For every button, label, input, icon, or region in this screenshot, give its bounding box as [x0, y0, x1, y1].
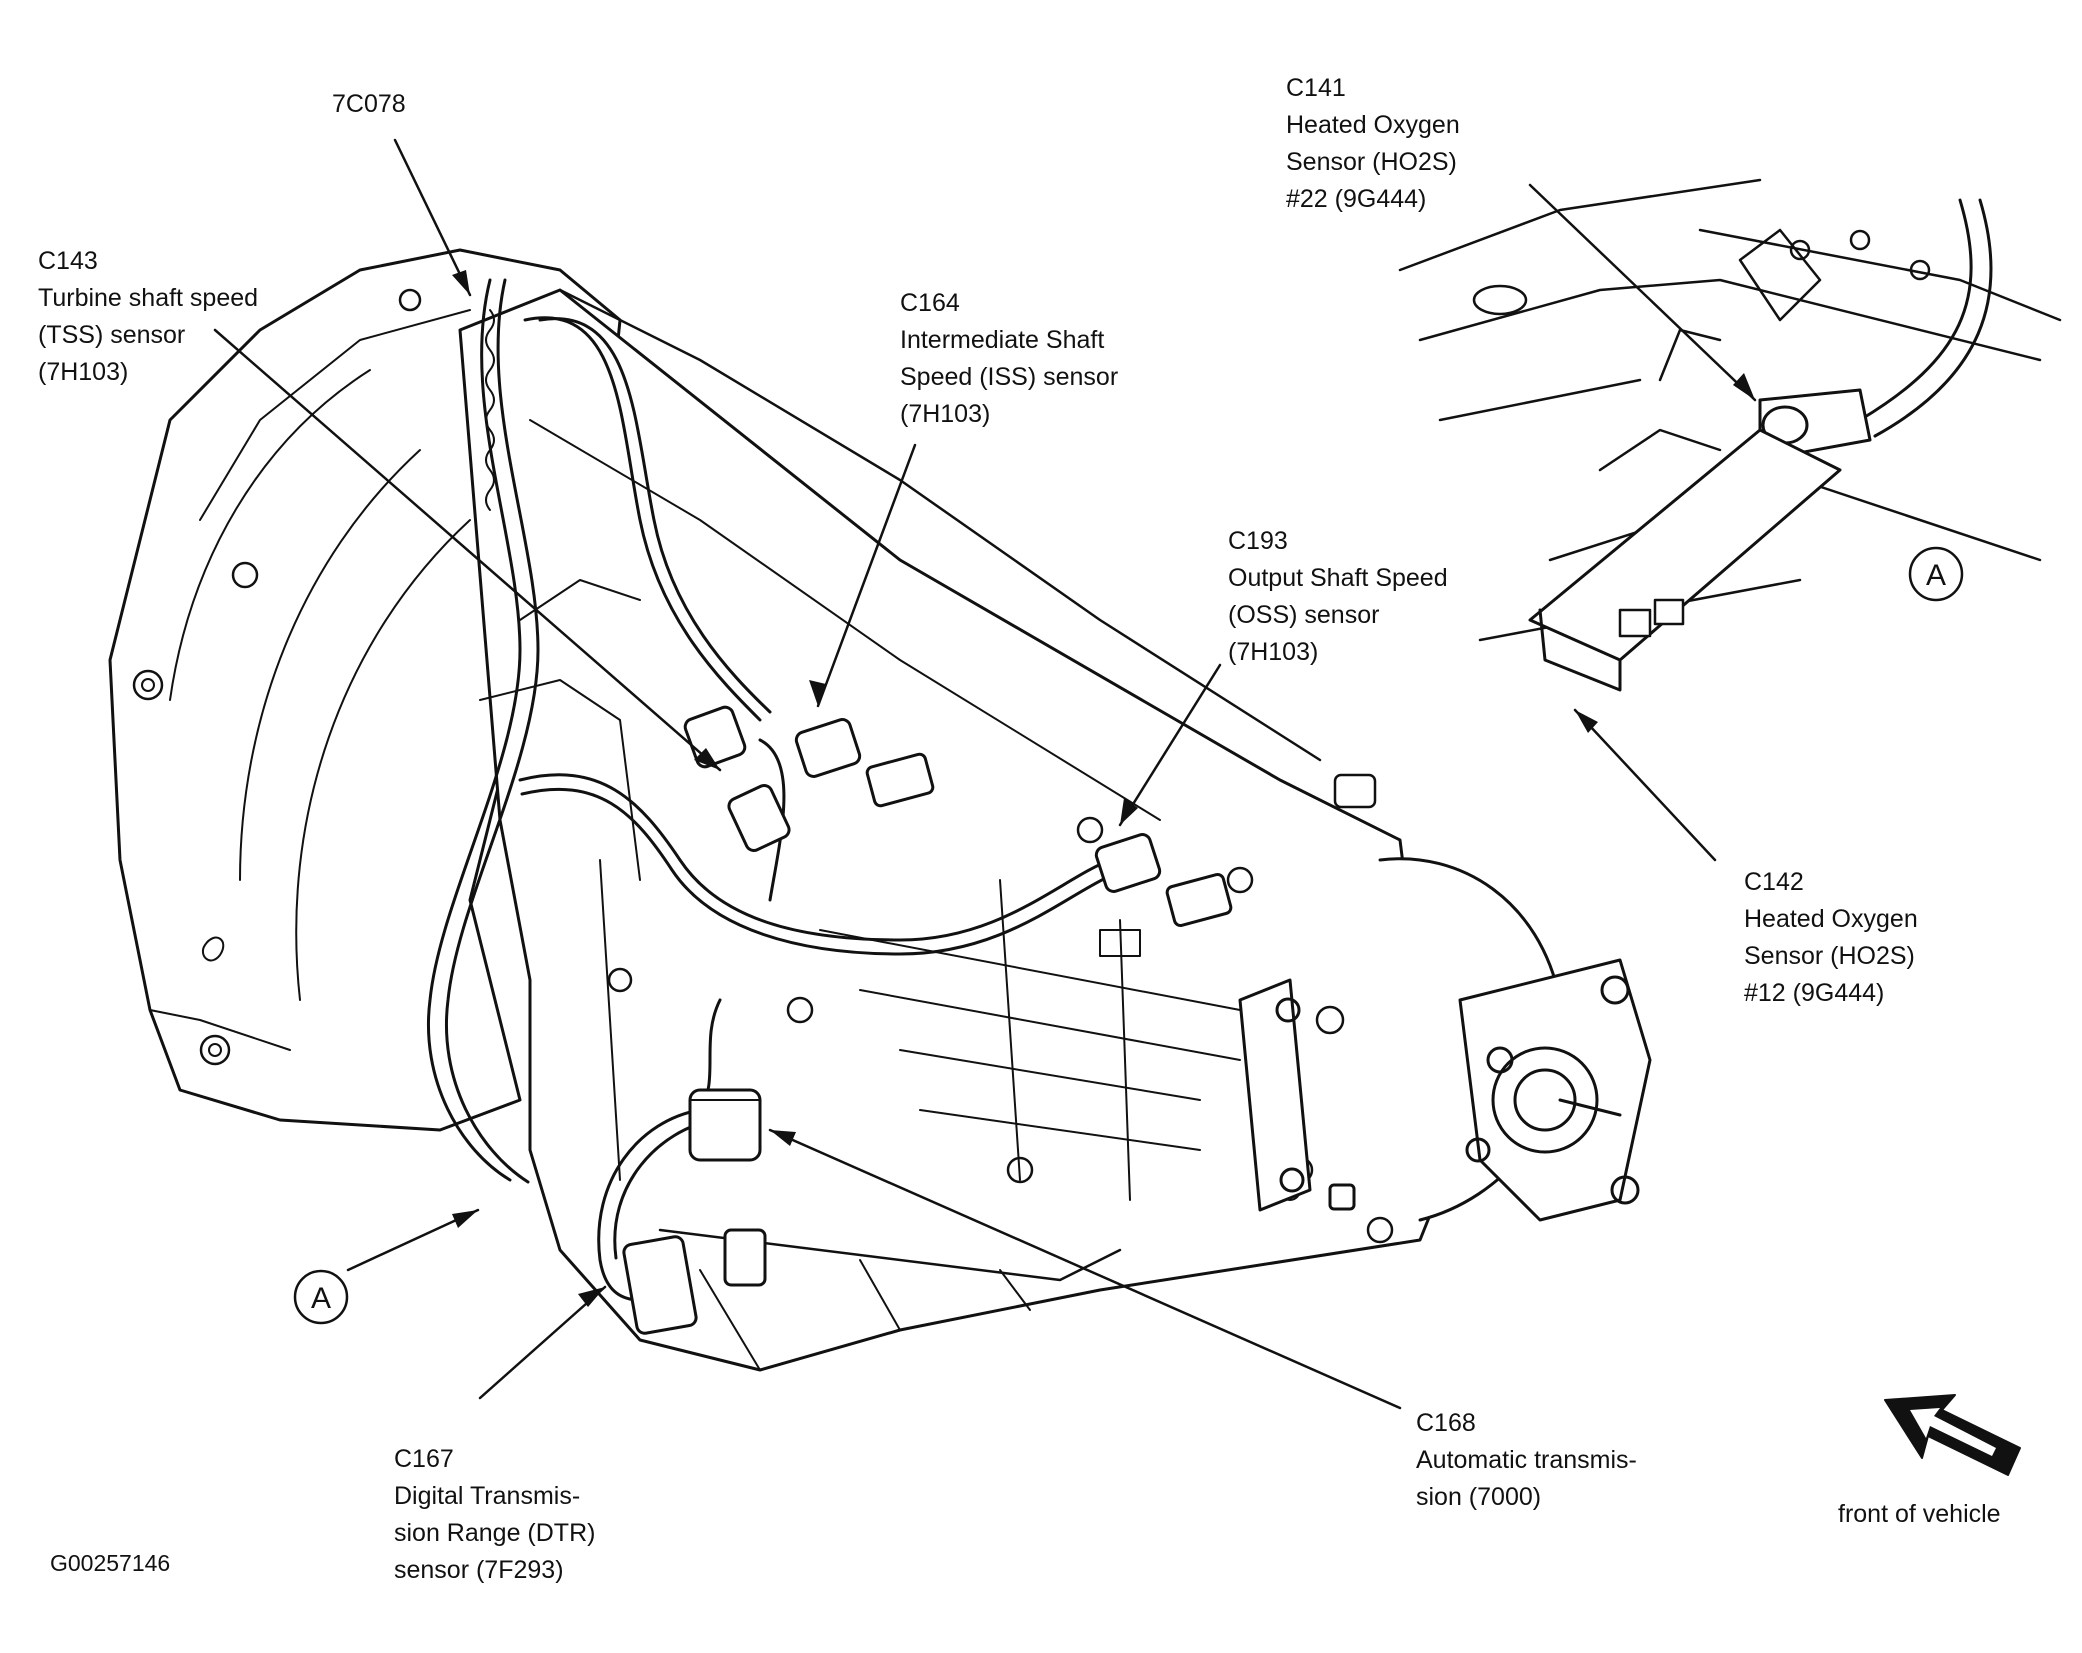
- leader-c143: [213, 328, 722, 772]
- label-7c078: 7C078: [332, 86, 406, 123]
- callout-circles: [293, 546, 1964, 1325]
- crossmember: [1238, 978, 1312, 1212]
- label-c143: C143 Turbine shaft speed (TSS) sensor (7…: [38, 243, 258, 391]
- callout-letter-main: A: [311, 1282, 331, 1315]
- transmission-case: [458, 288, 1462, 1372]
- leader-c167: [478, 1285, 607, 1400]
- label-c164-name: Intermediate Shaft: [900, 326, 1105, 354]
- figure-code: G00257146: [50, 1550, 171, 1576]
- label-c142-name: Heated Oxygen: [1744, 905, 1918, 933]
- output-flange: [1378, 857, 1652, 1222]
- label-c143-name: Turbine shaft speed: [38, 284, 259, 312]
- label-c142: C142 Heated Oxygen Sensor (HO2S) #12 (9G…: [1744, 864, 1918, 1012]
- callout-circle-inset: [1908, 546, 1964, 602]
- label-c164: C164 Intermediate Shaft Speed (ISS) sens…: [900, 285, 1118, 433]
- callout-letter-inset: A: [1926, 559, 1946, 592]
- label-c168: C168 Automatic transmis- sion (7000): [1416, 1405, 1637, 1516]
- label-c168-code: C168: [1416, 1409, 1476, 1437]
- label-c164-part: (7H103): [900, 400, 991, 428]
- label-c193-name-2: (OSS) sensor: [1228, 601, 1380, 629]
- leader-7c078: [393, 138, 472, 297]
- label-c193-code: C193: [1228, 527, 1288, 555]
- label-c142-code: C142: [1744, 868, 1804, 896]
- leader-c141: [1528, 183, 1757, 402]
- label-c168-name-2: sion (7000): [1416, 1483, 1542, 1511]
- label-c164-code: C164: [900, 289, 960, 317]
- label-c141-name-2: Sensor (HO2S): [1286, 148, 1457, 176]
- leader-c142: [1573, 708, 1717, 862]
- front-of-vehicle-label: front of vehicle: [1838, 1496, 2001, 1533]
- label-c141: C141 Heated Oxygen Sensor (HO2S) #22 (9G…: [1286, 70, 1460, 218]
- label-c167-name: Digital Transmis-: [394, 1482, 581, 1510]
- label-c193: C193 Output Shaft Speed (OSS) sensor (7H…: [1228, 523, 1448, 671]
- connectors: [622, 705, 1356, 1335]
- leader-c164: [816, 443, 917, 708]
- label-c167: C167 Digital Transmis- sion Range (DTR) …: [394, 1441, 595, 1589]
- label-c193-name: Output Shaft Speed: [1228, 564, 1448, 592]
- label-7c078-code: 7C078: [332, 90, 406, 118]
- label-c167-code: C167: [394, 1445, 454, 1473]
- label-c141-part: #22 (9G444): [1286, 185, 1427, 213]
- label-c143-code: C143: [38, 247, 98, 275]
- leader-c193: [1118, 663, 1222, 827]
- label-c143-part: (7H103): [38, 358, 129, 386]
- label-c141-name: Heated Oxygen: [1286, 111, 1460, 139]
- label-c167-name-2: sion Range (DTR): [394, 1519, 596, 1547]
- inset-detail-a: [1398, 178, 2062, 692]
- label-c141-code: C141: [1286, 74, 1346, 102]
- label-c142-part: #12 (9G444): [1744, 979, 1885, 1007]
- front-of-vehicle-text: front of vehicle: [1838, 1500, 2001, 1528]
- label-c143-name-2: (TSS) sensor: [38, 321, 186, 349]
- arrowheads: [452, 270, 1755, 1307]
- front-of-vehicle-arrow-icon: [1884, 1394, 2021, 1476]
- callout-circle-main: [293, 1269, 349, 1325]
- label-c167-part: sensor (7F293): [394, 1556, 564, 1584]
- label-c193-part: (7H103): [1228, 638, 1319, 666]
- label-c164-name-2: Speed (ISS) sensor: [900, 363, 1119, 391]
- leader-c168: [768, 1128, 1402, 1410]
- label-c168-name: Automatic transmis-: [1416, 1446, 1637, 1474]
- label-c142-name-2: Sensor (HO2S): [1744, 942, 1915, 970]
- wiring-harness: [427, 278, 1116, 1302]
